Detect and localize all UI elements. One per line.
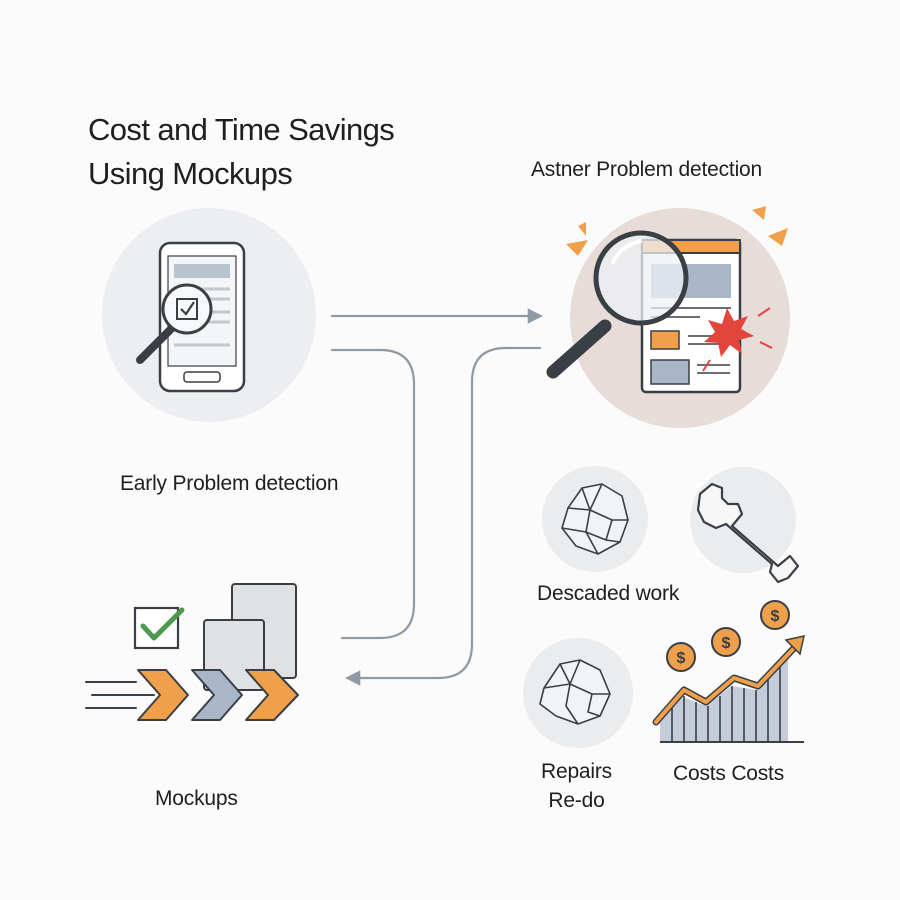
dollar-coin-icon: $	[760, 600, 790, 630]
svg-text:$: $	[771, 608, 780, 625]
title-line-2: Using Mockups	[88, 156, 293, 191]
title-line-1: Cost and Time Savings	[88, 112, 395, 147]
checkbox-icon	[133, 606, 185, 650]
chevron-arrows-icon	[137, 669, 299, 721]
early-detection-illustration	[102, 208, 316, 422]
speed-lines	[85, 681, 155, 709]
later-detection-label: Astner Problem detection	[531, 158, 762, 181]
dollar-coin-icon: $	[711, 627, 741, 657]
connector-early-to-mockups	[330, 348, 416, 640]
svg-text:$: $	[722, 635, 731, 652]
early-detection-label: Early Problem detection	[120, 472, 339, 495]
discarded-work-illustration	[542, 466, 800, 584]
magnifier-check-icon	[136, 283, 213, 364]
connector-lines	[330, 308, 544, 686]
burst-icon	[702, 307, 773, 372]
arrow-late-to-mockups	[344, 346, 542, 686]
phone-mockup-icon	[158, 241, 246, 393]
mockups-illustration	[85, 583, 299, 721]
dollar-coin-icon: $	[666, 642, 696, 672]
repairs-label-line-2: Re-do	[548, 789, 605, 812]
crumpled-paper-icon	[561, 483, 629, 555]
costs-label: Costs Costs	[673, 762, 784, 785]
alert-sparks	[566, 206, 788, 256]
costs-illustration: $ $ $	[652, 600, 805, 743]
mockups-label: Mockups	[155, 787, 238, 810]
svg-text:$: $	[677, 650, 686, 667]
rising-bar-chart-icon	[652, 635, 805, 743]
discarded-work-label: Descaded work	[537, 582, 680, 605]
magnifier-icon	[546, 230, 689, 379]
repairs-label: Repairs Re-do	[541, 757, 612, 815]
repairs-label-line-1: Repairs	[541, 760, 612, 783]
wrench-icon	[696, 482, 800, 584]
late-detection-illustration	[546, 206, 790, 428]
repairs-illustration	[523, 638, 633, 748]
diagram-title: Cost and Time Savings Using Mockups	[88, 108, 395, 196]
crumpled-paper-icon	[539, 659, 611, 725]
